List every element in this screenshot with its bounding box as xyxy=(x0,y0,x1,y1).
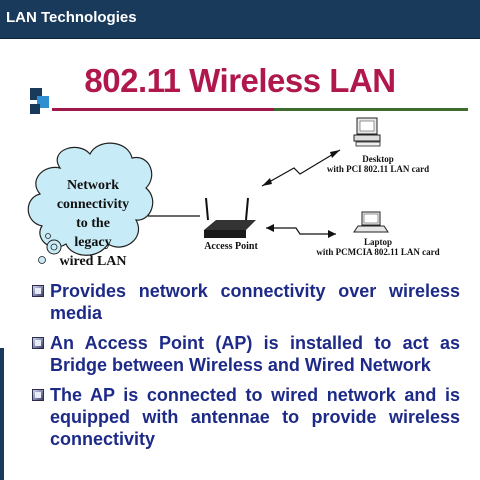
header-title: LAN Technologies xyxy=(6,9,137,26)
bullet-square-icon xyxy=(32,337,44,349)
wireless-link-desktop xyxy=(261,149,341,187)
slide-header-bar: LAN Technologies xyxy=(0,0,480,39)
network-diagram: Network connectivity to the legacy wired… xyxy=(0,110,480,280)
desktop-computer-icon xyxy=(353,117,381,147)
decor-square xyxy=(37,96,49,108)
bullet-list: Provides network connectivity over wirel… xyxy=(30,280,460,458)
bullet-square-icon xyxy=(32,389,44,401)
bullet-text: Provides network connectivity over wirel… xyxy=(50,281,460,323)
cloud-label-line: connectivity xyxy=(56,197,130,212)
cloud-label-line: to the xyxy=(76,216,110,231)
left-accent-strip xyxy=(0,348,4,480)
cloud-label-line: Network xyxy=(66,178,120,193)
bullet-item: The AP is connected to wired network and… xyxy=(30,384,460,450)
laptop-label-line: with PCMCIA 802.11 LAN card xyxy=(316,246,440,257)
bullet-square-icon xyxy=(32,285,44,297)
decor-square xyxy=(30,104,40,114)
bullet-item: Provides network connectivity over wirel… xyxy=(30,280,460,324)
bullet-text: The AP is connected to wired network and… xyxy=(50,385,460,449)
cloud-icon xyxy=(27,142,154,264)
cloud-label-line: wired LAN xyxy=(59,254,127,269)
bullet-item: An Access Point (AP) is installed to act… xyxy=(30,332,460,376)
access-point-icon xyxy=(204,197,256,238)
cloud-label: Network connectivity to the legacy wired… xyxy=(38,176,148,271)
bullet-text: An Access Point (AP) is installed to act… xyxy=(50,333,460,375)
title-underline xyxy=(52,108,274,111)
laptop-label: Laptop with PCMCIA 802.11 LAN card xyxy=(308,237,448,258)
diagram-graphics xyxy=(27,117,389,264)
cloud-label-line: legacy xyxy=(74,235,112,250)
laptop-label-line: Laptop xyxy=(363,237,392,247)
slide-title: 802.11 Wireless LAN xyxy=(84,62,396,99)
desktop-label-line: with PCI 802.11 LAN card xyxy=(326,163,430,174)
desktop-label: Desktop with PCI 802.11 LAN card xyxy=(318,154,438,175)
desktop-label-line: Desktop xyxy=(362,154,394,164)
access-point-label: Access Point xyxy=(204,241,258,252)
wireless-link-laptop xyxy=(266,224,336,238)
title-underline xyxy=(274,108,468,111)
laptop-computer-icon xyxy=(353,211,389,233)
